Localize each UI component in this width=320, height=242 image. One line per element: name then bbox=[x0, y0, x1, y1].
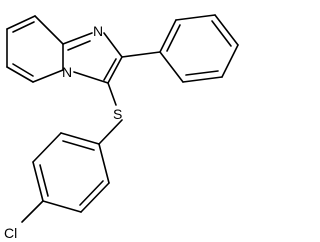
bond-c2-phenyl bbox=[121, 51, 161, 58]
bond-c2-c3 bbox=[107, 56, 123, 84]
bond-ph-1-2 bbox=[159, 19, 177, 53]
chemical-structure-diagram: N N S Cl bbox=[4, 14, 239, 241]
bond-c6-c5 bbox=[6, 66, 34, 83]
chlorophenyl-ring bbox=[32, 132, 110, 213]
bond-n1-c2 bbox=[103, 32, 123, 58]
bond-c6-c5-double bbox=[12, 63, 34, 77]
bond-c8-c7 bbox=[6, 15, 36, 30]
bond-clph-3-4 bbox=[32, 161, 44, 202]
bond-c8a-n1 bbox=[62, 32, 93, 45]
bond-c5-n4 bbox=[32, 69, 64, 83]
bond-s-aryl bbox=[98, 119, 123, 145]
bond-c2-c3-double bbox=[103, 58, 117, 81]
bond-clph-4-5 bbox=[42, 200, 82, 213]
bond-c-cl bbox=[21, 200, 44, 223]
bond-c8-c7-double bbox=[12, 21, 35, 33]
atom-label-chlorine: Cl bbox=[4, 225, 17, 241]
imidazole-ring bbox=[62, 32, 123, 84]
bond-c8a-c8 bbox=[34, 15, 64, 45]
bond-c3-n4 bbox=[73, 71, 109, 84]
bond-clph-2-3 bbox=[32, 132, 62, 163]
bond-clph-1-2-double bbox=[62, 140, 95, 151]
bond-clph-5-6-double bbox=[79, 180, 104, 206]
atom-label-sulfur: S bbox=[113, 106, 122, 122]
bond-c3-s bbox=[107, 82, 117, 106]
bond-clph-6-1 bbox=[98, 143, 110, 184]
bond-clph-5-6 bbox=[80, 182, 110, 213]
bond-ph-5-6 bbox=[182, 76, 223, 83]
bond-ph-5-6-double bbox=[185, 70, 219, 76]
bond-ph-2-3 bbox=[175, 14, 216, 21]
bond-ph-4-5 bbox=[221, 44, 239, 78]
bond-ph-1-2-double bbox=[166, 24, 181, 52]
bond-c8a-n1-double bbox=[67, 40, 91, 51]
bond-ph-6-1 bbox=[159, 51, 184, 83]
bond-clph-1-2 bbox=[60, 132, 100, 145]
atom-label-n-imine: N bbox=[93, 23, 103, 39]
bond-ph-3-4-double bbox=[211, 20, 232, 47]
pyridine-ring bbox=[6, 15, 64, 83]
bond-ph-3-4 bbox=[214, 14, 239, 46]
phenyl-ring bbox=[121, 14, 239, 83]
bond-clph-3-4-double bbox=[39, 164, 49, 197]
atom-label-n-bridgehead: N bbox=[62, 64, 72, 80]
